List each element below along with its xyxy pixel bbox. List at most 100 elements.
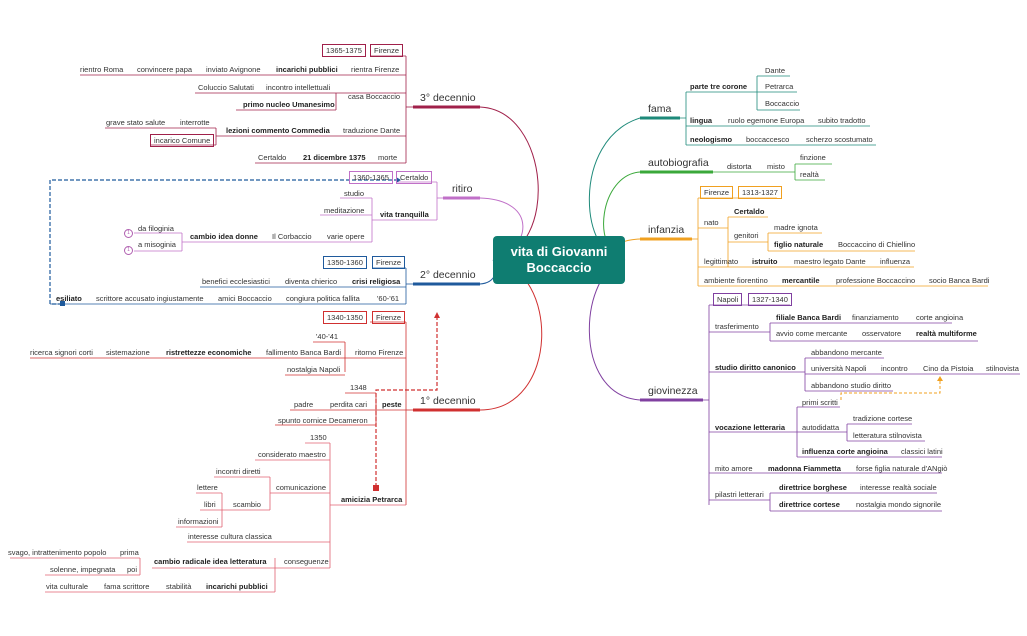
node-distorta[interactable]: distorta <box>727 162 752 171</box>
node-dante[interactable]: Dante <box>765 66 786 75</box>
branch-fama[interactable]: fama <box>648 103 672 115</box>
node-mercantile[interactable]: mercantile <box>782 276 820 285</box>
node-parte-tre-corone[interactable]: parte tre corone <box>690 82 748 91</box>
node-incarichi-pubblici-1[interactable]: incarichi pubblici <box>206 582 268 591</box>
node-crisi-religiosa[interactable]: crisi religiosa <box>352 277 401 286</box>
branch-giovinezza[interactable]: giovinezza <box>648 385 698 397</box>
node-professione[interactable]: professione Boccaccino <box>836 276 916 285</box>
node-data-morte[interactable]: 21 dicembre 1375 <box>303 153 366 162</box>
branch-terzo-decennio[interactable]: 3° decennio <box>420 92 476 104</box>
node-certaldo[interactable]: Certaldo <box>734 207 765 216</box>
node-benefici[interactable]: benefici ecclesiastici <box>202 277 270 286</box>
node-amici-boccaccio[interactable]: amici Boccaccio <box>218 294 272 303</box>
node-misto[interactable]: misto <box>767 162 785 171</box>
node-realta-multiforme[interactable]: realtà multiforme <box>916 329 977 338</box>
node-ruolo-egemone[interactable]: ruolo egemone Europa <box>728 116 805 125</box>
node-terzo-firenze[interactable]: Firenze <box>370 44 404 57</box>
node-genitori[interactable]: genitori <box>734 231 759 240</box>
node-corte-angioina[interactable]: corte angioina <box>916 313 964 322</box>
node-traduzione-dante[interactable]: traduzione Dante <box>343 126 401 135</box>
node-comunicazione[interactable]: comunicazione <box>276 483 327 492</box>
node-mito-amore[interactable]: mito amore <box>715 464 753 473</box>
node-filoginia[interactable]: da filoginia <box>138 224 174 233</box>
node-avvio[interactable]: avvio come mercante <box>776 329 848 338</box>
node-padre[interactable]: padre <box>294 400 314 409</box>
node-incarichi-pubblici-3[interactable]: incarichi pubblici <box>276 65 338 74</box>
node-ritorno-firenze[interactable]: ritorno Firenze <box>355 348 404 357</box>
node-misoginia[interactable]: a misoginia <box>138 240 176 249</box>
node-primi-scritti[interactable]: primi scritti <box>802 398 838 407</box>
node-libri[interactable]: libri <box>204 500 216 509</box>
node-incarico-comune[interactable]: incarico Comune <box>150 134 215 147</box>
branch-primo-decennio[interactable]: 1° decennio <box>420 395 476 407</box>
node-spunto-cornice[interactable]: spunto cornice Decameron <box>278 416 368 425</box>
node-stabilita[interactable]: stabilità <box>166 582 192 591</box>
node-morte[interactable]: morte <box>378 153 398 162</box>
node-osservatore[interactable]: osservatore <box>862 329 902 338</box>
node-perdita-cari[interactable]: perdita cari <box>330 400 368 409</box>
node-tradizione-cortese[interactable]: tradizione cortese <box>853 414 913 423</box>
node-peste[interactable]: peste <box>382 400 402 409</box>
node-ricerca-signori[interactable]: ricerca signori corti <box>30 348 93 357</box>
node-1348[interactable]: 1348 <box>350 383 367 392</box>
node-svago[interactable]: svago, intrattenimento popolo <box>8 548 107 557</box>
node-cambio-idea-donne[interactable]: cambio idea donne <box>190 232 258 241</box>
branch-autobiografia[interactable]: autobiografia <box>648 157 709 169</box>
node-fama-scrittore[interactable]: fama scrittore <box>104 582 150 591</box>
node-letteratura-stilnovista[interactable]: letteratura stilnovista <box>853 431 922 440</box>
node-congiura[interactable]: congiura politica fallita <box>286 294 360 303</box>
node-casa-boccaccio[interactable]: casa Boccaccio <box>348 92 401 101</box>
node-maestro[interactable]: maestro legato Dante <box>794 257 866 266</box>
node-inviato-avignone[interactable]: inviato Avignone <box>206 65 261 74</box>
node-infanzia-anni[interactable]: 1313-1327 <box>738 186 782 199</box>
node-filiale[interactable]: filiale Banca Bardi <box>776 313 842 322</box>
node-lingua[interactable]: lingua <box>690 116 713 125</box>
node-trasferimento[interactable]: trasferimento <box>715 322 759 331</box>
node-prima[interactable]: prima <box>120 548 139 557</box>
node-interrotte[interactable]: interrotte <box>180 118 210 127</box>
node-abbandono-diritto[interactable]: abbandono studio diritto <box>811 381 892 390</box>
node-certaldo-morte[interactable]: Certaldo <box>258 153 287 162</box>
node-convincere-papa[interactable]: convincere papa <box>137 65 193 74</box>
node-vocazione[interactable]: vocazione letteraria <box>715 423 786 432</box>
node-scambio[interactable]: scambio <box>233 500 261 509</box>
node-boccaccino[interactable]: Boccaccino di Chiellino <box>838 240 916 249</box>
node-nostalgia-napoli[interactable]: nostalgia Napoli <box>287 365 341 374</box>
node-primo-anni[interactable]: 1340-1350 <box>323 311 367 324</box>
node-anni-60-61[interactable]: '60-'61 <box>377 294 400 303</box>
node-vita-tranquilla[interactable]: vita tranquilla <box>380 210 429 219</box>
node-petrarca[interactable]: Petrarca <box>765 82 794 91</box>
node-secondo-firenze[interactable]: Firenze <box>372 256 406 269</box>
node-interesse-realta[interactable]: interesse realtà sociale <box>860 483 937 492</box>
node-forse-figlia[interactable]: forse figlia naturale d'ANgiò <box>856 464 948 473</box>
node-incontro[interactable]: incontro <box>881 364 908 373</box>
node-finzione[interactable]: finzione <box>800 153 826 162</box>
node-nostalgia-signorile[interactable]: nostalgia mondo signorile <box>856 500 942 509</box>
node-boccaccio[interactable]: Boccaccio <box>765 99 800 108</box>
node-autodidatta[interactable]: autodidatta <box>802 423 840 432</box>
node-incontri-diretti[interactable]: incontri diretti <box>216 467 261 476</box>
node-subito-tradotto[interactable]: subito tradotto <box>818 116 866 125</box>
node-coluccio[interactable]: Coluccio Salutati <box>198 83 254 92</box>
node-legittimato[interactable]: legittimato <box>704 257 739 266</box>
node-influenza-corte[interactable]: influenza corte angioina <box>802 447 888 456</box>
node-ambiente[interactable]: ambiente fiorentino <box>704 276 768 285</box>
node-classici[interactable]: classici latini <box>901 447 943 456</box>
node-primo-nucleo[interactable]: primo nucleo Umanesimo <box>243 100 335 109</box>
node-cambio-radicale[interactable]: cambio radicale idea letteratura <box>154 557 267 566</box>
node-vita-culturale[interactable]: vita culturale <box>46 582 89 591</box>
node-fallimento[interactable]: fallimento Banca Bardi <box>266 348 342 357</box>
node-studio-diritto[interactable]: studio diritto canonico <box>715 363 796 372</box>
node-interesse-cultura[interactable]: interesse cultura classica <box>188 532 272 541</box>
node-direttrice-cortese[interactable]: direttrice cortese <box>779 500 840 509</box>
node-fiammetta[interactable]: madonna Fiammetta <box>768 464 841 473</box>
node-boccaccesco[interactable]: boccaccesco <box>746 135 790 144</box>
node-esiliato[interactable]: esiliato <box>56 294 82 303</box>
node-infanzia-firenze[interactable]: Firenze <box>700 186 734 199</box>
node-abbandono-mercante[interactable]: abbandono mercante <box>811 348 882 357</box>
node-figlio-naturale[interactable]: figlio naturale <box>774 240 824 249</box>
node-influenza[interactable]: influenza <box>880 257 911 266</box>
node-rientro-roma[interactable]: rientro Roma <box>80 65 124 74</box>
node-pilastri[interactable]: pilastri letterari <box>715 490 764 499</box>
